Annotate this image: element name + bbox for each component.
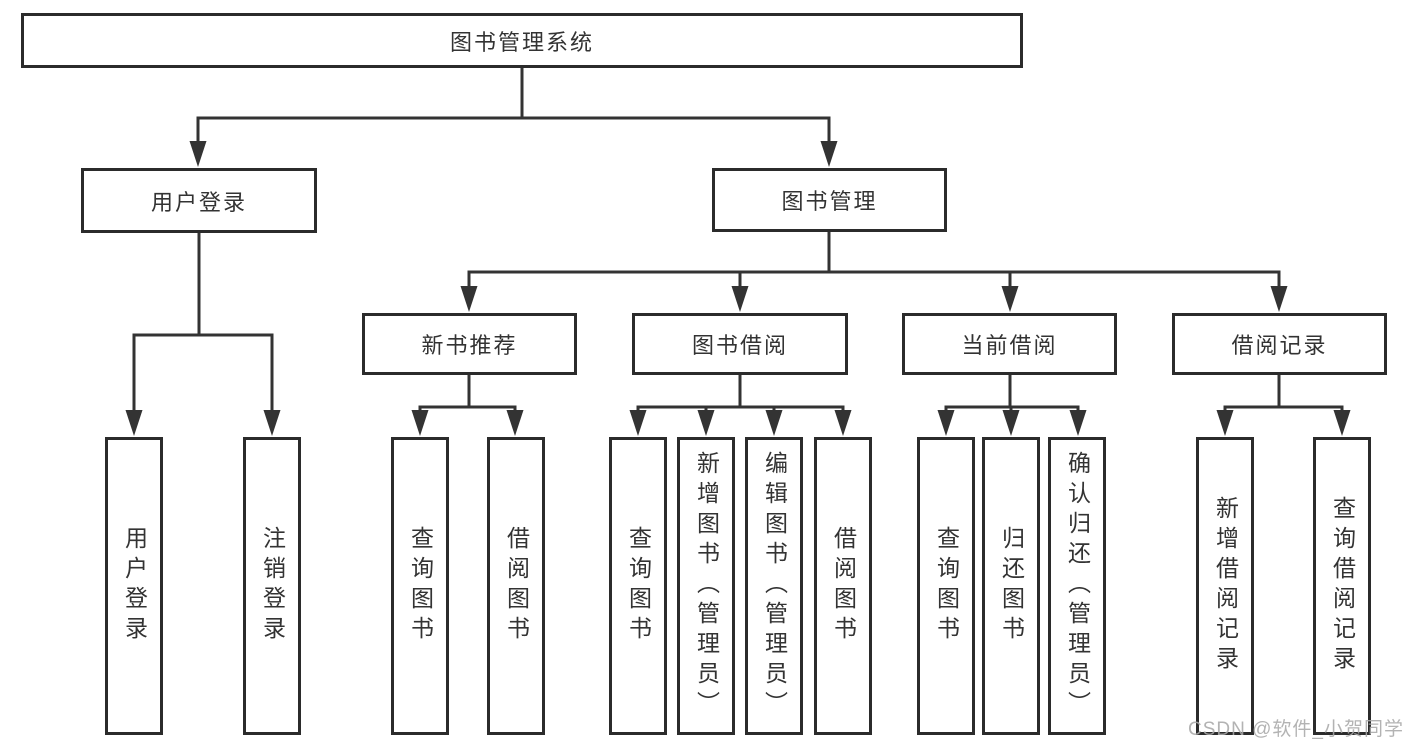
leaf-add-book-admin-label: 新增图书（管理员）: [693, 451, 720, 721]
leaf-user-login-label: 用户登录: [121, 526, 148, 646]
leaf-confirm-return-admin: 确认归还（管理员）: [1048, 437, 1106, 735]
leaf-query-borrow-record: 查询借阅记录: [1313, 437, 1371, 735]
leaf-edit-book-admin: 编辑图书（管理员）: [745, 437, 803, 735]
node-book-borrow: 图书借阅: [632, 313, 848, 375]
node-borrow-records-label: 借阅记录: [1231, 333, 1328, 358]
node-new-book-recommend: 新书推荐: [362, 313, 577, 375]
leaf-borrow-books-recommend: 借阅图书: [487, 437, 545, 735]
connector-current-borrow-to-leaves: [937, 374, 1087, 436]
csdn-watermark: CSDN @软件_小贺同学: [1188, 719, 1404, 740]
leaf-query-books-recommend-label: 查询图书: [407, 526, 434, 646]
connector-book-management-to-level3: [460, 232, 1288, 312]
leaf-add-borrow-record: 新增借阅记录: [1196, 437, 1254, 735]
node-borrow-records: 借阅记录: [1172, 313, 1387, 375]
leaf-return-book: 归还图书: [982, 437, 1040, 735]
connector-root-to-level2: [189, 67, 838, 167]
node-current-borrow-label: 当前借阅: [961, 333, 1058, 358]
leaf-borrow-books-recommend-label: 借阅图书: [503, 526, 530, 646]
node-user-login-label: 用户登录: [150, 189, 247, 215]
connector-new-book-recommend-to-leaves: [411, 374, 524, 436]
node-book-management-label: 图书管理: [781, 189, 878, 214]
leaf-borrow-books: 借阅图书: [814, 437, 872, 735]
leaf-query-books-borrow-label: 查询图书: [625, 526, 652, 646]
leaf-add-borrow-record-label: 新增借阅记录: [1212, 496, 1239, 676]
leaf-logout: 注销登录: [243, 437, 301, 735]
leaf-return-book-label: 归还图书: [998, 526, 1025, 646]
node-user-login: 用户登录: [81, 168, 317, 233]
node-book-borrow-label: 图书借阅: [691, 333, 788, 358]
leaf-edit-book-admin-label: 编辑图书（管理员）: [761, 451, 788, 721]
node-root: 图书管理系统: [21, 13, 1023, 68]
leaf-query-books-recommend: 查询图书: [391, 437, 449, 735]
node-new-book-recommend-label: 新书推荐: [421, 333, 518, 358]
leaf-confirm-return-admin-label: 确认归还（管理员）: [1064, 451, 1091, 721]
leaf-logout-label: 注销登录: [259, 526, 286, 646]
leaf-query-books-current-label: 查询图书: [933, 526, 960, 646]
node-current-borrow: 当前借阅: [902, 313, 1117, 375]
node-book-management: 图书管理: [712, 168, 947, 232]
leaf-user-login: 用户登录: [105, 437, 163, 735]
leaf-query-books-borrow: 查询图书: [609, 437, 667, 735]
leaf-query-borrow-record-label: 查询借阅记录: [1329, 496, 1356, 676]
leaf-borrow-books-label: 借阅图书: [830, 526, 857, 646]
leaf-add-book-admin: 新增图书（管理员）: [677, 437, 735, 735]
connector-borrow-records-to-leaves: [1216, 374, 1351, 436]
leaf-query-books-current: 查询图书: [917, 437, 975, 735]
connector-user-login-to-leaves: [125, 233, 281, 436]
node-root-label: 图书管理系统: [449, 29, 594, 55]
connector-book-borrow-to-leaves: [629, 374, 852, 436]
